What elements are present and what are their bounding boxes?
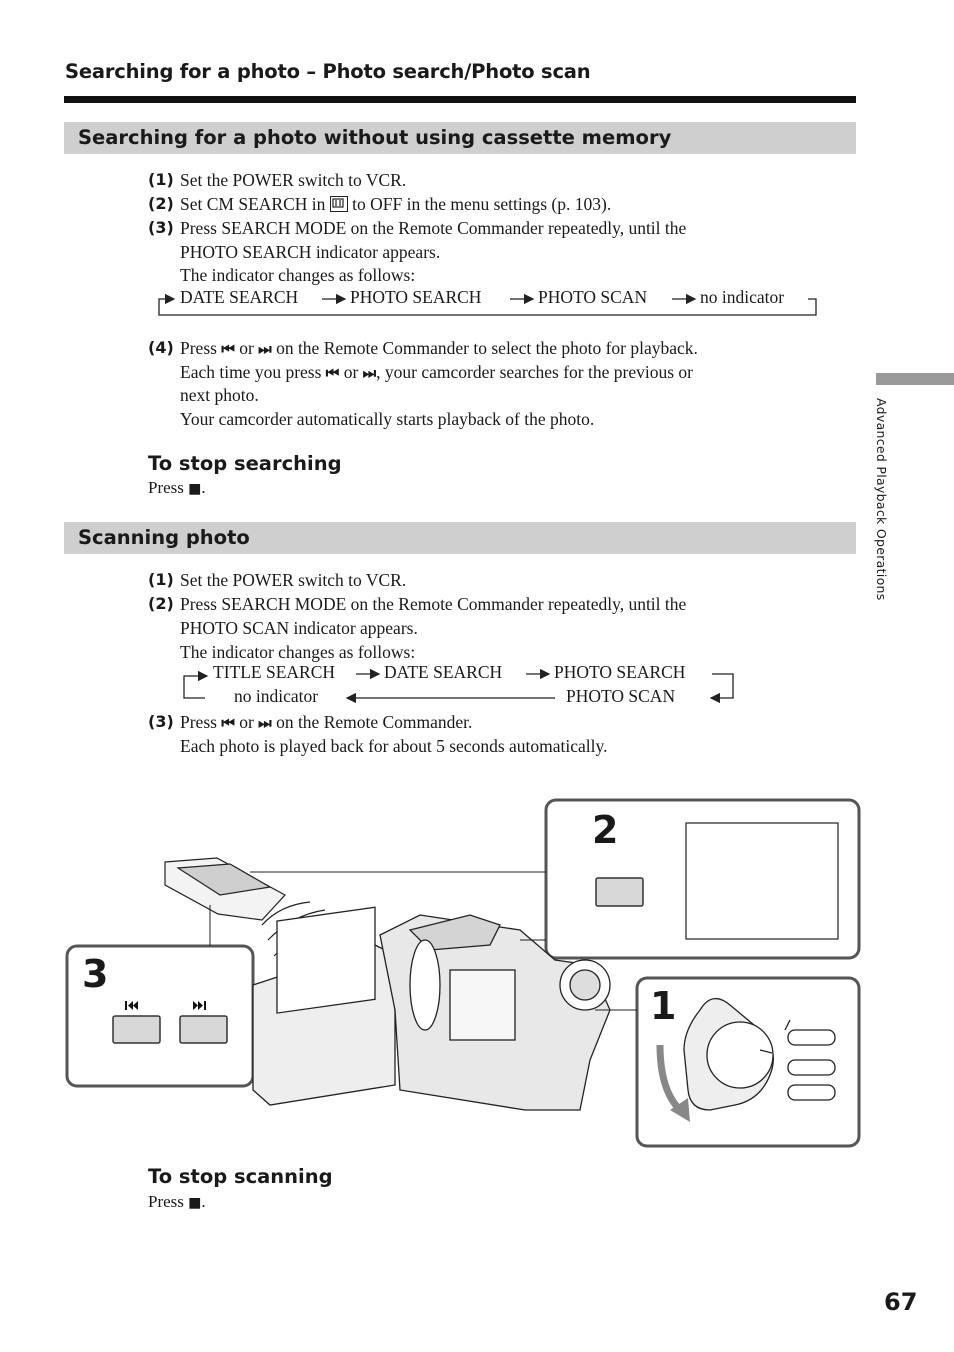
skip-previous-icon bbox=[125, 1001, 138, 1010]
section-heading: Scanning photo bbox=[78, 526, 250, 549]
indicator-flow-item: PHOTO SCAN bbox=[566, 686, 676, 706]
step-text-part: on the Remote Commander to select the ph… bbox=[276, 338, 698, 358]
callout-number: 2 bbox=[592, 808, 619, 852]
stop-icon: ■ bbox=[188, 1195, 202, 1211]
step-text-part: to OFF in the menu settings (p. 103). bbox=[352, 194, 612, 214]
flow-arrows bbox=[158, 293, 817, 316]
next-button bbox=[179, 1015, 228, 1044]
rotate-arrow-icon bbox=[656, 1044, 690, 1122]
skip-next-icon bbox=[193, 1001, 206, 1010]
period: . bbox=[201, 1192, 206, 1211]
skip-next-icon: ⏭ bbox=[362, 364, 377, 382]
page-title: Searching for a photo – Photo search/Pho… bbox=[65, 60, 591, 83]
step-text-part: or bbox=[343, 362, 359, 382]
skip-previous-icon: ⏮ bbox=[221, 714, 235, 732]
viewfinder-screen bbox=[685, 822, 839, 940]
remote-commander bbox=[164, 857, 286, 946]
indicator-flow-item: PHOTO SCAN bbox=[538, 287, 648, 307]
camcorder bbox=[252, 906, 637, 1111]
step-text-part: on the Remote Commander. bbox=[276, 712, 473, 732]
callout-number: 3 bbox=[82, 952, 109, 996]
step-text: PHOTO SCAN indicator appears. bbox=[180, 618, 418, 638]
step-number: (1) bbox=[148, 170, 174, 189]
indicator-flow-item: DATE SEARCH bbox=[180, 287, 299, 307]
step-text: Set the POWER switch to VCR. bbox=[180, 170, 407, 190]
step-text-part: Press bbox=[180, 712, 217, 732]
indicator-flow-item: no indicator bbox=[234, 686, 319, 706]
step-text: Set CM SEARCH in to OFF in the menu sett… bbox=[180, 192, 611, 216]
step-number: (3) bbox=[148, 218, 174, 237]
stop-scanning-heading: To stop scanning bbox=[148, 1165, 333, 1188]
skip-next-icon: ⏭ bbox=[258, 714, 272, 732]
step-text: Set the POWER switch to VCR. bbox=[180, 570, 407, 590]
step-number: (2) bbox=[148, 194, 174, 213]
step-text: Press ⏮ or ⏭ on the Remote Commander. bbox=[180, 710, 472, 735]
step-text-part: , your camcorder searches for the previo… bbox=[376, 362, 693, 382]
step-text-part: Each time you press bbox=[180, 362, 322, 382]
step-text: PHOTO SEARCH indicator appears. bbox=[180, 242, 441, 262]
step-text: Press SEARCH MODE on the Remote Commande… bbox=[180, 218, 687, 238]
indicator-flow-item: PHOTO SEARCH bbox=[350, 287, 482, 307]
step-text-part: Set CM SEARCH in bbox=[180, 194, 326, 214]
step-number: (2) bbox=[148, 594, 174, 613]
press-text: Press bbox=[148, 478, 184, 497]
step-number: (3) bbox=[148, 712, 174, 731]
skip-previous-icon: ⏮ bbox=[221, 340, 235, 358]
cassette-memory-icon bbox=[329, 196, 348, 212]
step-text: Press ⏮ or ⏭ on the Remote Commander to … bbox=[180, 336, 698, 361]
indicator-flow-item: DATE SEARCH bbox=[384, 662, 503, 682]
step-number: (4) bbox=[148, 338, 174, 357]
step-text: Each time you press ⏮ or ⏭, your camcord… bbox=[180, 360, 693, 385]
section-heading-bar bbox=[64, 522, 856, 554]
stop-searching-heading: To stop searching bbox=[148, 452, 342, 475]
step-text: The indicator changes as follows: bbox=[180, 265, 416, 285]
skip-next-icon: ⏭ bbox=[258, 340, 272, 358]
skip-previous-icon: ⏮ bbox=[325, 364, 340, 382]
step-text: next photo. bbox=[180, 385, 259, 405]
stop-scanning-text: Press ■. bbox=[148, 1192, 206, 1212]
stop-icon: ■ bbox=[188, 481, 202, 497]
power-switch-dial bbox=[683, 998, 836, 1111]
section-heading-bar bbox=[64, 122, 856, 154]
stop-searching-text: Press ■. bbox=[148, 478, 206, 498]
indicator-flow-item: no indicator bbox=[700, 287, 785, 307]
step-number: (1) bbox=[148, 570, 174, 589]
callout-number: 1 bbox=[650, 984, 677, 1028]
indicator-flow-item: PHOTO SEARCH bbox=[554, 662, 686, 682]
chapter-tab bbox=[876, 373, 954, 385]
period: . bbox=[201, 478, 206, 497]
step-text-part: or bbox=[239, 338, 254, 358]
step-text-part: or bbox=[239, 712, 254, 732]
flow-arrows bbox=[183, 668, 734, 704]
step-text: Your camcorder automatically starts play… bbox=[180, 409, 595, 429]
search-mode-button bbox=[595, 877, 644, 907]
section-heading: Searching for a photo without using cass… bbox=[78, 126, 672, 149]
page-number: 67 bbox=[884, 1288, 918, 1316]
indicator-flow-item: TITLE SEARCH bbox=[213, 662, 336, 682]
previous-button bbox=[112, 1015, 161, 1044]
press-text: Press bbox=[148, 1192, 184, 1211]
title-rule bbox=[64, 96, 856, 103]
step-text: Each photo is played back for about 5 se… bbox=[180, 736, 608, 756]
sidebar-label-text: Advanced Playback Operations bbox=[874, 398, 889, 601]
step-text: The indicator changes as follows: bbox=[180, 642, 416, 662]
step-text-part: Press bbox=[180, 338, 217, 358]
step-text: Press SEARCH MODE on the Remote Commande… bbox=[180, 594, 687, 614]
